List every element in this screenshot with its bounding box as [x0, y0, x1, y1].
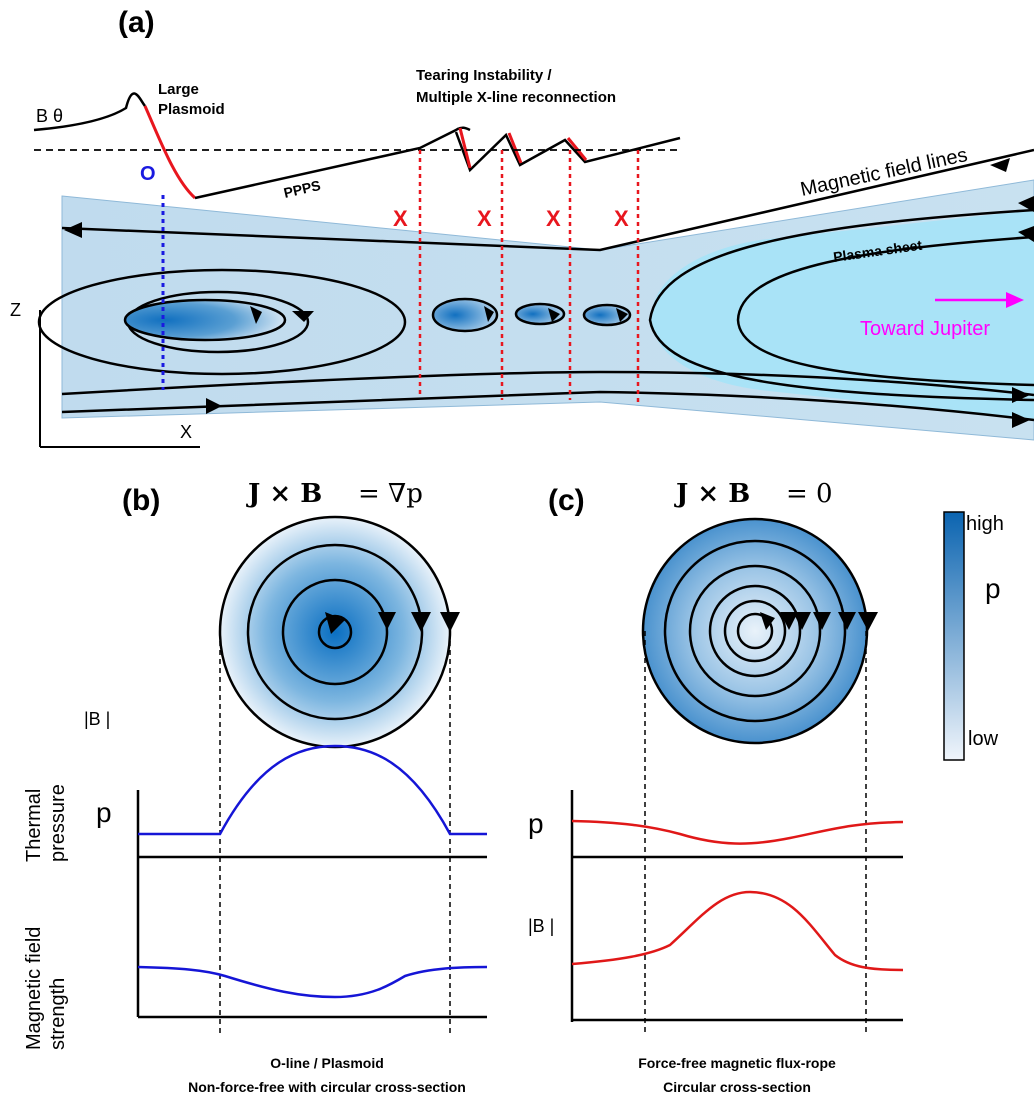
- panel-c-caption-line1: Force-free magnetic flux-rope: [638, 1055, 836, 1071]
- plasmoid-field-circles: [246, 543, 424, 721]
- plasmoid-cross-section: [218, 515, 452, 749]
- magnetic-strength-line2: strength: [47, 978, 69, 1050]
- field-lines: [37, 148, 1034, 422]
- plasmoid-field-arrowheads: [325, 612, 460, 634]
- thermal-pressure-line1: Thermal: [23, 789, 45, 862]
- colorbar-low-label: low: [968, 728, 999, 750]
- colorbar-high-label: high: [966, 513, 1004, 535]
- panel-b-pressure-curve: [138, 744, 487, 836]
- panel-b-field-curve: [137, 965, 488, 999]
- x-axis-label: X: [180, 422, 192, 442]
- panel-b-caption-line2: Non-force-free with circular cross-secti…: [188, 1079, 466, 1095]
- panel-c-equation-lhs: J × B: [674, 479, 750, 509]
- inner-plasma-sheet: [651, 210, 1034, 420]
- panel-c-p-symbol: p: [528, 808, 544, 839]
- b-theta-label: B θ: [36, 106, 63, 126]
- colorbar-symbol: p: [985, 573, 1001, 604]
- toward-jupiter-label: Toward Jupiter: [860, 318, 990, 340]
- panel-c-equation-rhs: = 0: [786, 479, 833, 509]
- large-plasmoid-line2: Plasmoid: [158, 101, 225, 118]
- panel-b-caption-line1: O-line / Plasmoid: [270, 1055, 384, 1071]
- panel-c-b-symbol: |B |: [528, 916, 554, 936]
- colorbar-gradient: [943, 511, 965, 761]
- flux-rope-field-arrowheads: [760, 612, 878, 631]
- panel-c-label: (c): [548, 484, 585, 517]
- panel-c-field-curve: [571, 890, 904, 972]
- o-label: O: [140, 163, 156, 185]
- x-label-3: X: [546, 206, 561, 231]
- panel-b-b-symbol: |B |: [84, 709, 110, 729]
- panel-b: (b) J × B = ∇p O-line / Plasmoid Non-for…: [122, 479, 488, 1095]
- panel-b-equation-rhs: = ∇p: [358, 479, 423, 509]
- flux-rope-cross-section: [641, 517, 869, 745]
- flux-rope-field-circles: [663, 539, 847, 723]
- panel-b-p-symbol: p: [96, 797, 112, 828]
- thermal-pressure-line2: pressure: [47, 784, 69, 862]
- ppps-ramp: [194, 126, 471, 200]
- tearing-waves: [454, 131, 681, 173]
- panel-a: (a): [10, 6, 1034, 448]
- large-plasmoid-line1: Large: [158, 81, 199, 98]
- ppps-label: PPPS: [282, 177, 322, 201]
- panel-b-equation-lhs: J × B: [246, 479, 322, 509]
- tearing-line2: Multiple X-line reconnection: [416, 89, 616, 106]
- tearing-line1: Tearing Instability /: [416, 67, 552, 84]
- x-label-4: X: [614, 206, 629, 231]
- x-line-markers: [418, 150, 640, 402]
- b-theta-curve: [33, 92, 147, 132]
- magnetic-strength-line1: Magnetic field: [23, 927, 45, 1050]
- panel-a-label: (a): [118, 6, 155, 39]
- left-axis-labels: Thermal pressure Magnetic field strength…: [23, 709, 554, 1050]
- field-arrowheads: [64, 158, 1034, 428]
- panel-c-caption-line2: Circular cross-section: [663, 1079, 811, 1095]
- x-label-2: X: [477, 206, 492, 231]
- panel-c-pressure-curve: [571, 819, 904, 845]
- pressure-colorbar: high p low: [943, 511, 1004, 761]
- panel-c: (c) J × B = 0 Force-free magnetic flux-r…: [548, 479, 904, 1095]
- toward-jupiter-arrowhead: [1006, 292, 1024, 308]
- tearing-red-segments: [458, 127, 588, 169]
- x-label-1: X: [393, 206, 408, 231]
- panel-b-label: (b): [122, 484, 160, 517]
- b-theta-red-segment: [143, 105, 197, 200]
- z-axis-label: Z: [10, 300, 21, 320]
- field-lines-label: Magnetic field lines: [798, 144, 969, 201]
